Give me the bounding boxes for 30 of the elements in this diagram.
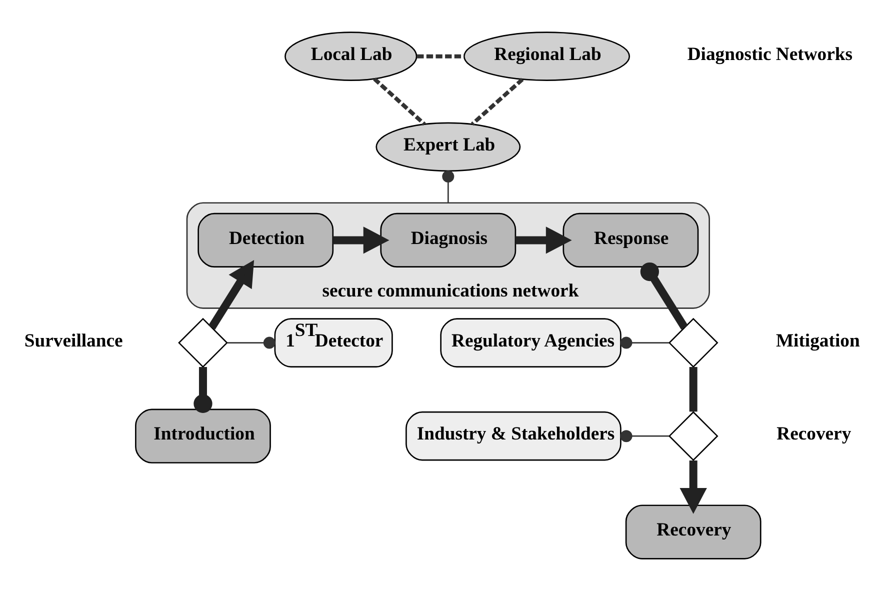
node-valve [668,410,718,460]
connector [640,262,688,330]
connector [373,76,426,126]
node-box: Detection [198,212,334,268]
arrow [333,226,390,254]
connector [689,366,698,412]
node-label: Surveillance [24,330,123,351]
connector [620,336,670,348]
arrow [208,259,254,330]
connector [620,430,670,442]
node-box: Diagnosis [380,212,516,268]
node-box: Introduction [135,408,271,463]
node-valve [668,317,718,368]
node-ellipse: Expert Lab [376,122,521,172]
connector [227,336,276,348]
node-ellipse: Local Lab [284,31,418,80]
label: Diagnostic Networks [687,43,853,64]
node-box: Recovery [625,504,762,559]
connector [417,54,464,58]
node-label: Mitigation [776,330,860,351]
arrow [516,226,572,254]
arrow [680,460,707,514]
connector [470,77,524,126]
node-valve [178,317,228,368]
connector [442,170,454,202]
node-ellipse: Regional Lab [464,31,630,80]
node-box: Industry & Stakeholders [406,410,622,460]
node-box: Response [562,212,699,268]
node-box: Regulatory Agencies [440,318,622,367]
node-label: Recovery [776,423,852,444]
